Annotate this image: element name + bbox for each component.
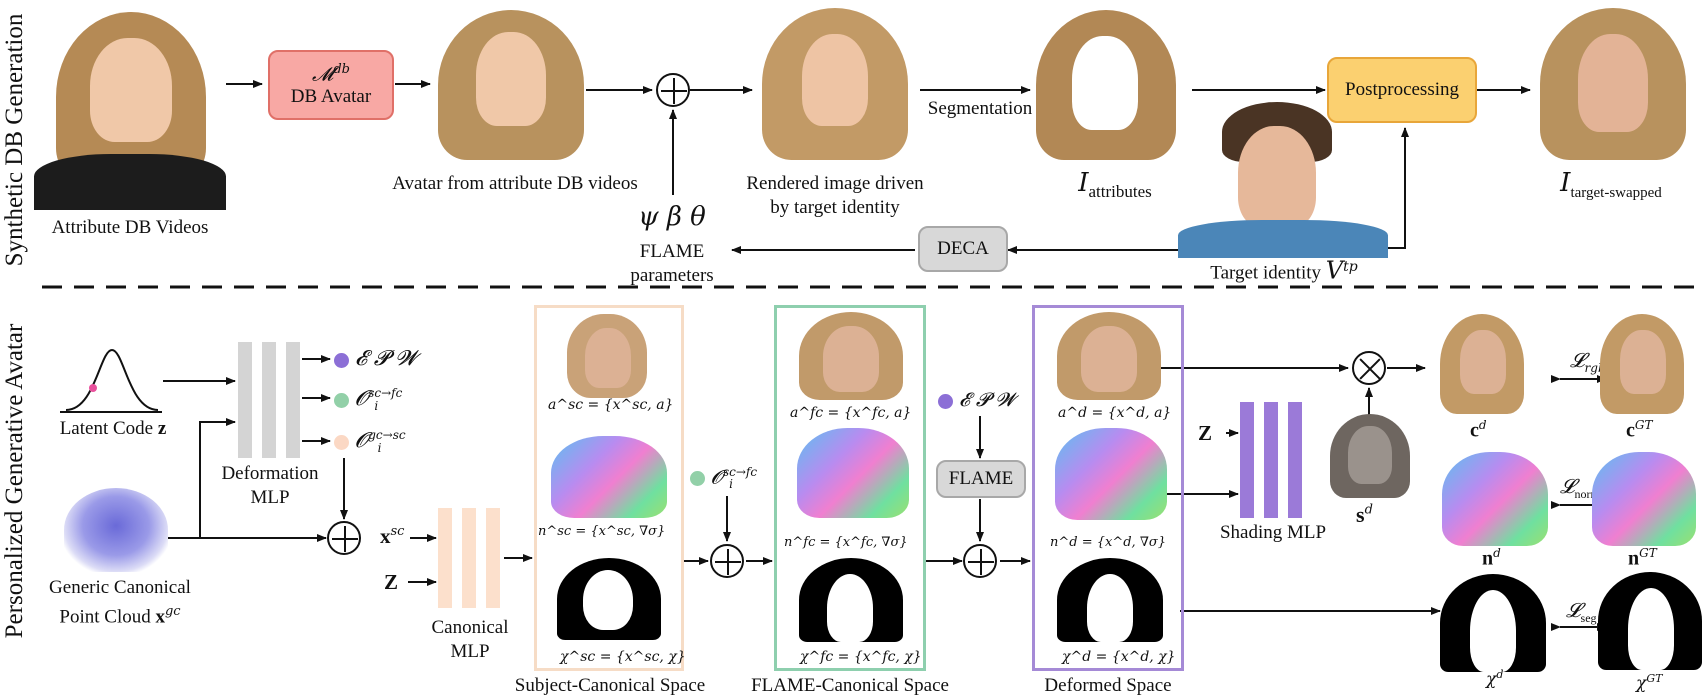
d-chi-formula: χ^d = {x^d, χ} (1062, 649, 1176, 665)
s-d-label: sd (1356, 502, 1373, 527)
sc-a-formula: a^sc = {x^sc, a} (548, 397, 674, 413)
times-operator (1352, 351, 1386, 385)
d-plus-operator (963, 544, 997, 578)
shading-s-image (1322, 414, 1418, 498)
fc-chi-formula: χ^fc = {x^fc, χ} (800, 649, 922, 665)
point-cloud-image (64, 488, 168, 572)
fc-n-formula: n^fc = {x^fc, ∇σ} (784, 535, 908, 550)
subject-canonical-title: Subject-Canonical Space (514, 675, 706, 696)
db-avatar-symbol: 𝓜 (312, 63, 334, 86)
deform-output-osc-fc: 𝓞sc→fci (334, 386, 402, 413)
i-target-swapped-image (1534, 8, 1694, 160)
chi-gt-label: χGT (1636, 672, 1663, 694)
i-attributes-label: Iattributes (1078, 168, 1152, 202)
canonical-mlp-block (438, 508, 502, 608)
top-plus-operator (656, 73, 690, 107)
arrow-target-to-post (1385, 127, 1409, 249)
i-target-swapped-label: Itarget-swapped (1560, 168, 1662, 202)
c-d-label: cd (1470, 418, 1487, 442)
arrow-pc-to-deform (199, 418, 236, 538)
z-label-shading: Z (1198, 421, 1213, 445)
sc-n-formula: n^sc = {x^sc, ∇σ} (538, 524, 666, 539)
deformed-panel (1032, 305, 1184, 671)
shading-mlp-block (1240, 402, 1304, 518)
n-d-image (1442, 452, 1548, 546)
latent-sample-dot (89, 384, 97, 392)
attribute-db-videos-label: Attribute DB Videos (51, 217, 209, 238)
shading-mlp-label: Shading MLP (1219, 522, 1327, 543)
deform-output-epw: 𝓔 𝓟 𝓦 (334, 346, 418, 371)
deform-output-ogc-sc: 𝓞gc→sci (334, 428, 406, 455)
n-d-label: nd (1482, 546, 1501, 570)
db-avatar-label: DB Avatar (290, 86, 372, 108)
rendered-image (752, 8, 917, 160)
n-gt-image (1592, 452, 1696, 546)
i-attributes-image (1032, 10, 1182, 160)
fc-plus-operator (710, 544, 744, 578)
avatar-from-attr-image (432, 10, 588, 160)
avatar-from-attr-label: Avatar from attribute DB videos (392, 173, 638, 194)
segmentation-label: Segmentation (927, 98, 1033, 119)
target-identity-image (1178, 100, 1388, 258)
z-label-canonical: Z (384, 570, 399, 594)
c-gt-label: cGT (1626, 418, 1653, 442)
fc-a-formula: a^fc = {x^fc, a} (790, 405, 912, 421)
d-a-formula: a^d = {x^d, a} (1058, 405, 1172, 421)
deformed-title: Deformed Space (1044, 675, 1172, 696)
deformation-mlp-block (238, 342, 302, 458)
flame-canonical-panel (774, 305, 926, 671)
c-d-image (1432, 314, 1532, 414)
n-gt-label: nGT (1628, 546, 1657, 570)
chi-d-image (1440, 574, 1546, 672)
chi-gt-image (1598, 572, 1702, 670)
section-title-top: Synthetic DB Generation (1, 13, 28, 267)
chi-d-label: χd (1486, 668, 1504, 690)
osc-fc-label: 𝓞sc→fci (690, 465, 757, 491)
d-n-formula: n^d = {x^d, ∇σ} (1050, 535, 1167, 550)
c-gt-image (1592, 314, 1692, 414)
epw-flame-input: 𝓔 𝓟 𝓦 (938, 389, 1016, 412)
deca-box: DECA (918, 226, 1008, 272)
sc-chi-formula: χ^sc = {x^sc, χ} (560, 649, 686, 665)
attribute-db-video-image (34, 8, 226, 210)
target-identity-label: Target identity Vtp (1210, 256, 1358, 285)
flame-box: FLAME (936, 460, 1026, 498)
deform-plus-operator (327, 521, 361, 555)
gaussian-curve (60, 348, 162, 413)
latent-code-label: Latent Code z (59, 418, 167, 439)
flame-canonical-title: FLAME-Canonical Space (751, 675, 949, 696)
db-avatar-sup: db (333, 61, 350, 77)
postprocessing-box: Postprocessing (1327, 57, 1477, 123)
l-seg-label: 𝓛seg (1566, 598, 1597, 625)
flame-params-symbols: ψ β θ (638, 202, 706, 232)
subject-canonical-panel (534, 305, 684, 671)
xsc-label: xsc (380, 524, 405, 548)
db-avatar-box: 𝓜db DB Avatar (268, 50, 394, 120)
